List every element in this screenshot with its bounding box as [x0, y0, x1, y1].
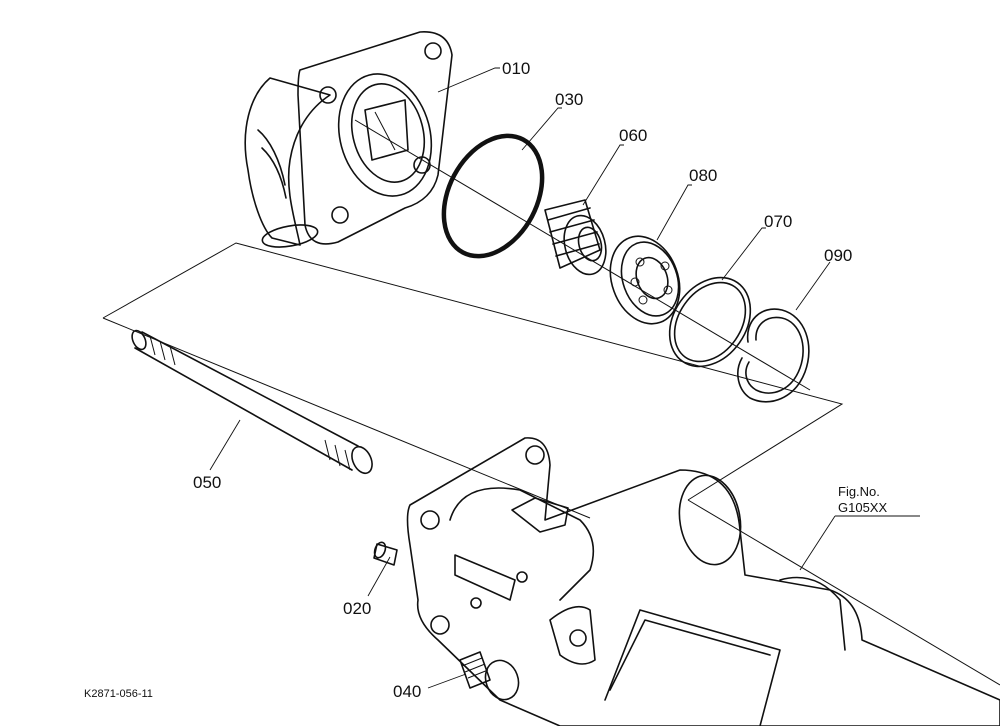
figure-reference: Fig.No. G105XX — [838, 484, 887, 515]
drawing-code: K2871-056-11 — [84, 688, 153, 700]
main-housing — [406, 437, 1000, 726]
label-020: 020 — [343, 599, 371, 618]
label-060: 060 — [619, 126, 647, 145]
part-090-circlip — [737, 308, 810, 403]
part-010-gear-case — [244, 31, 453, 248]
part-050-shaft — [131, 329, 373, 475]
part-060-bevel-gear — [544, 199, 607, 276]
figure-reference-line1: Fig.No. — [838, 484, 880, 499]
part-070-snap-ring — [668, 276, 752, 368]
label-010: 010 — [502, 59, 530, 78]
label-080: 080 — [689, 166, 717, 185]
label-090: 090 — [824, 246, 852, 265]
part-labels: 010 030 060 080 070 090 050 020 040 — [193, 59, 852, 701]
leader-lines — [209, 67, 920, 689]
part-030-o-ring — [441, 133, 545, 259]
label-030: 030 — [555, 90, 583, 109]
part-020-dowel-pin — [373, 541, 398, 566]
label-050: 050 — [193, 473, 221, 492]
part-080-ball-bearing — [609, 235, 681, 325]
label-040: 040 — [393, 682, 421, 701]
part-040-plug — [459, 651, 520, 701]
figure-reference-line2: G105XX — [838, 500, 887, 515]
label-070: 070 — [764, 212, 792, 231]
